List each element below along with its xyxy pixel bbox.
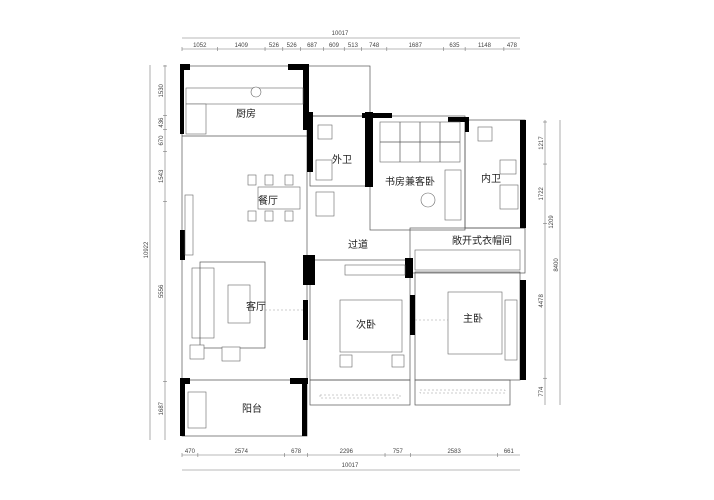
label-master-bedroom: 主卧 <box>463 312 483 325</box>
dimension-label: 2296 <box>340 449 354 455</box>
top-dimensions: 10017 1052 1409 526 526 687 609 513 748 1687 635 1… <box>181 31 520 51</box>
dimension-label: 478 <box>507 43 518 49</box>
dim-top-total: 10017 <box>332 31 349 37</box>
label-corridor: 过道 <box>348 238 368 251</box>
dimension-label: 687 <box>307 43 318 49</box>
dimension-label: 4478 <box>539 294 545 308</box>
dimension-label: 774 <box>539 386 545 397</box>
wardrobe <box>414 249 521 271</box>
dimension-label: 513 <box>348 43 359 49</box>
dimension-label: 5556 <box>159 284 165 298</box>
dimension-label: 526 <box>269 43 280 49</box>
coffee-table <box>227 284 251 324</box>
room-labels: 厨房 餐厅 客厅 阳台 外卫 书房兼客卧 内卫 过道 敞开式衣帽间 次卧 主卧 <box>236 107 512 415</box>
washer <box>187 391 207 429</box>
dimension-label: 436 <box>159 117 165 128</box>
toilet <box>477 126 493 142</box>
dimension-label: 1530 <box>159 83 165 97</box>
dimension-label: 470 <box>185 449 196 455</box>
label-closet: 敞开式衣帽间 <box>452 234 512 247</box>
dimension-label: 1217 <box>539 136 545 150</box>
dimension-label: 526 <box>287 43 298 49</box>
kitchen-counter <box>185 87 304 105</box>
label-kitchen: 厨房 <box>236 107 256 120</box>
dimension-label: 748 <box>369 43 380 49</box>
dimension-label: 2574 <box>235 449 249 455</box>
label-study: 书房兼客卧 <box>385 175 435 188</box>
dimension-label: 670 <box>159 135 165 146</box>
dimension-label: 1052 <box>193 43 207 49</box>
dimension-label: 1687 <box>409 43 423 49</box>
dimension-label: 661 <box>504 449 515 455</box>
toilet <box>317 124 333 140</box>
furniture <box>184 86 521 429</box>
dim-bottom-total: 10017 <box>342 463 359 469</box>
label-master-bath: 内卫 <box>481 172 501 185</box>
dimension-label: 757 <box>393 449 404 455</box>
dimension-label: 678 <box>291 449 302 455</box>
second-bed <box>339 299 403 353</box>
dimension-label: 2583 <box>447 449 461 455</box>
left-dimensions: 10922 1530 436 670 1543 5556 1687 <box>144 65 167 440</box>
dimension-label: 1722 <box>539 186 545 200</box>
dining-table <box>257 186 301 210</box>
label-balcony: 阳台 <box>242 402 262 415</box>
dimension-label: 1148 <box>478 43 492 49</box>
master-bed <box>447 291 503 355</box>
label-living: 客厅 <box>246 300 266 313</box>
dimension-label: 609 <box>329 43 340 49</box>
dimension-label: 635 <box>449 43 460 49</box>
stove-icon <box>250 86 262 98</box>
label-second-bedroom: 次卧 <box>356 318 376 331</box>
dim-right-note: 1209 <box>549 215 555 229</box>
dim-left-total: 10922 <box>144 241 150 258</box>
dim-right-total: 8400 <box>554 258 560 272</box>
bottom-dimensions: 10017 470 2574 678 2296 757 2583 661 <box>181 449 520 471</box>
dimension-label: 1409 <box>235 43 249 49</box>
dimension-label: 1543 <box>159 169 165 183</box>
label-dining: 餐厅 <box>258 194 278 207</box>
kitchen-cabinet <box>185 103 207 135</box>
right-dimensions: 8400 1209 1217 1722 4478 774 <box>539 120 561 405</box>
tv-cabinet <box>184 194 194 256</box>
walls <box>180 64 526 436</box>
sofa <box>191 267 215 339</box>
label-guest-bath: 外卫 <box>332 154 352 166</box>
dimension-label: 1687 <box>159 401 165 415</box>
